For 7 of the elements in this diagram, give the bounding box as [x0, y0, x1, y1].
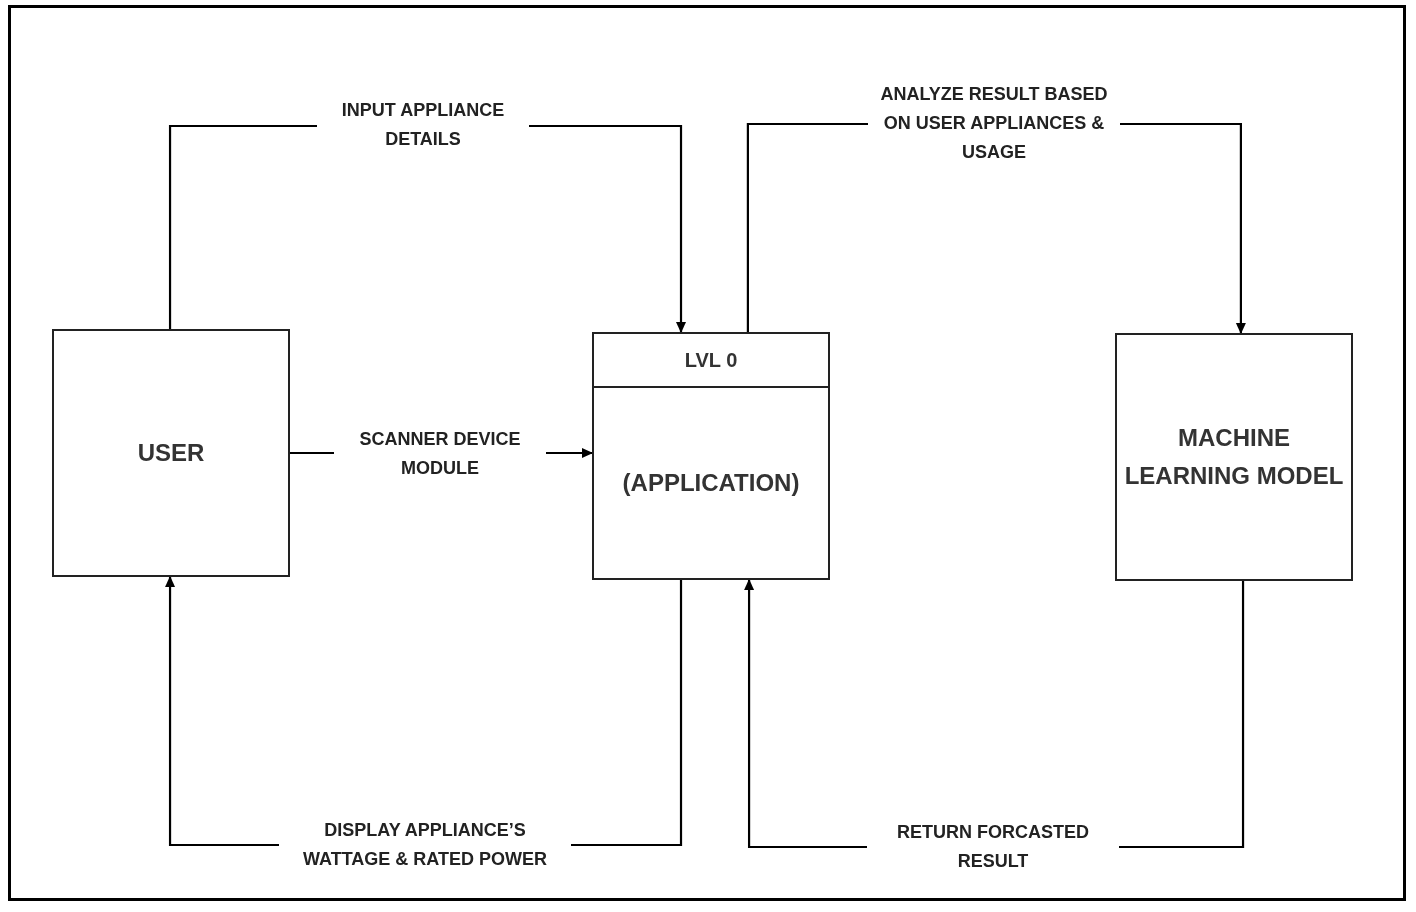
node-label: MACHINE LEARNING MODEL	[1123, 422, 1345, 491]
process-box	[592, 332, 830, 580]
level-label: LVL 0	[684, 348, 738, 372]
node-label: (APPLICATION)	[622, 467, 800, 498]
process-box	[1115, 333, 1353, 581]
node-label: USER	[137, 437, 205, 468]
process-box	[52, 329, 290, 577]
